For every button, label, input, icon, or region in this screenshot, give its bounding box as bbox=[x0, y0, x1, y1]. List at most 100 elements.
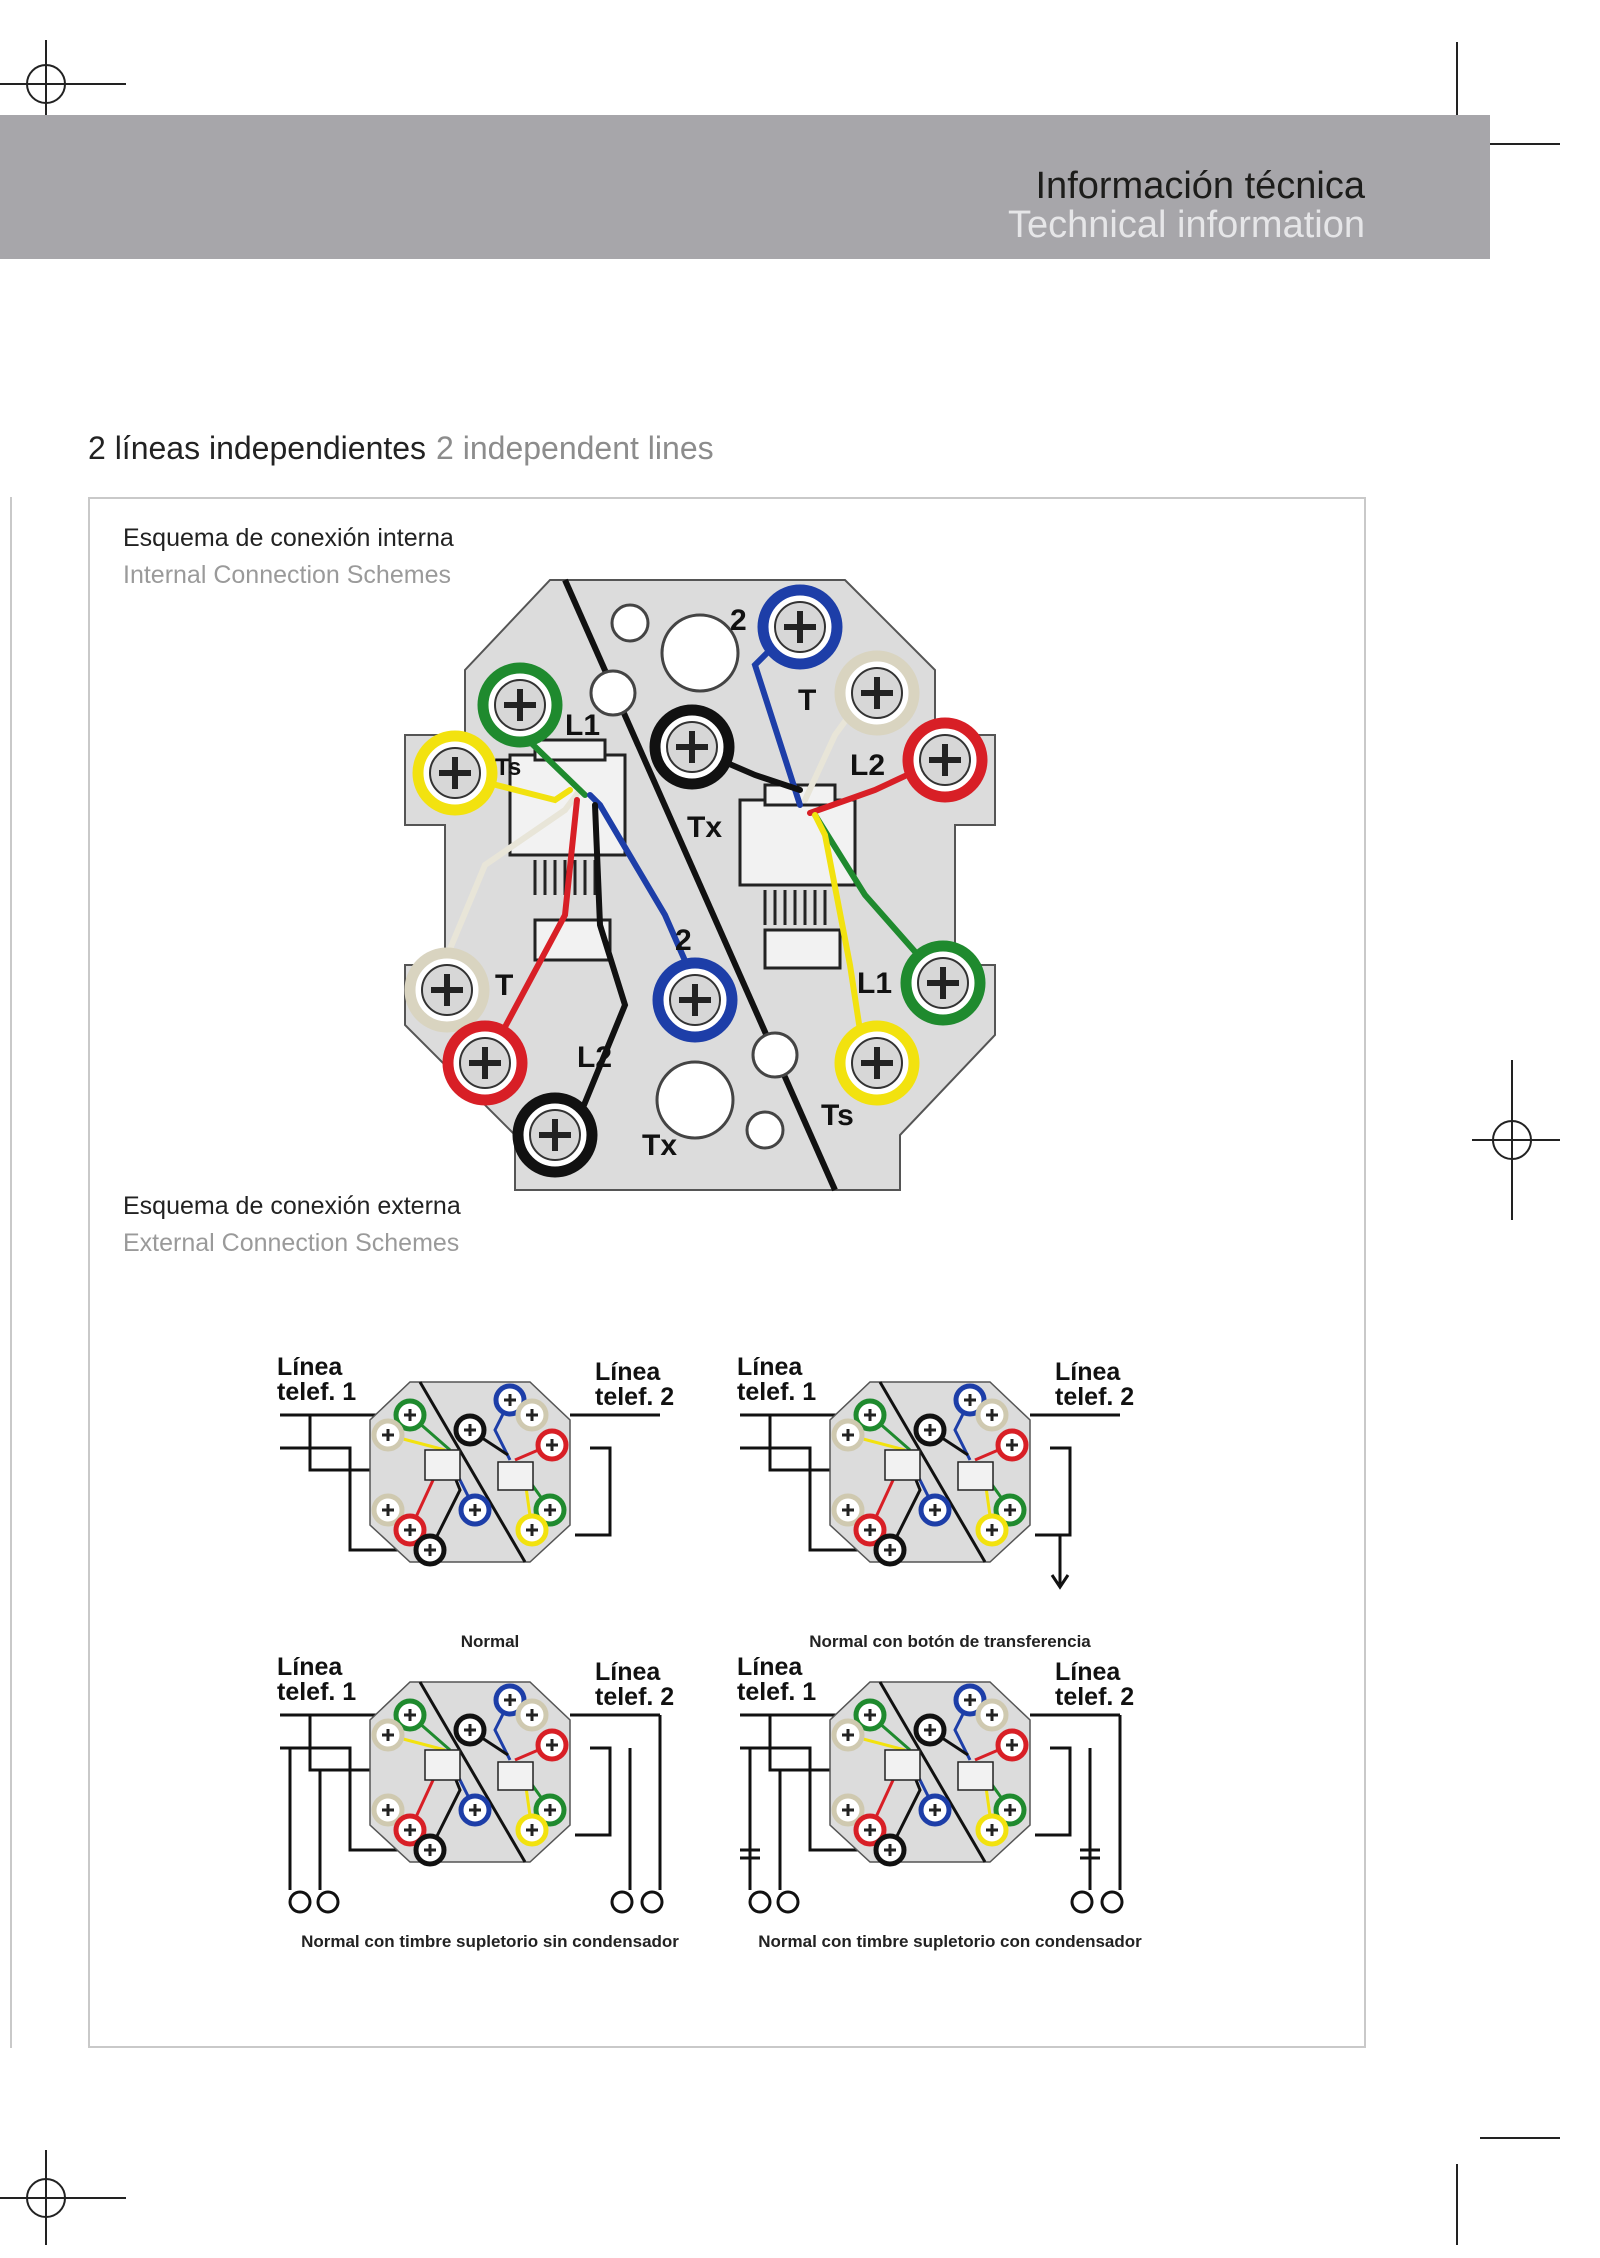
mini-connector bbox=[424, 1749, 461, 1781]
screw bbox=[853, 1813, 887, 1847]
wire-white bbox=[432, 787, 583, 988]
screw bbox=[975, 1813, 1009, 1847]
screw bbox=[913, 1713, 947, 1747]
screw bbox=[515, 1698, 549, 1732]
hole bbox=[751, 1031, 799, 1079]
screw bbox=[393, 1513, 427, 1547]
hole bbox=[660, 613, 740, 693]
screw bbox=[975, 1698, 1009, 1732]
screw bbox=[831, 1718, 865, 1752]
screw bbox=[853, 1398, 887, 1432]
mini-divider bbox=[878, 1381, 987, 1563]
label-l2-right: L2 bbox=[850, 749, 885, 782]
scheme-caption: Normal con timbre supletorio con condens… bbox=[758, 1932, 1142, 1951]
line-2-label-b: telef. 2 bbox=[1055, 1683, 1135, 1711]
screw bbox=[393, 1698, 427, 1732]
mini-connector bbox=[884, 1749, 921, 1781]
screw bbox=[995, 1428, 1029, 1462]
bell-terminals bbox=[748, 1715, 1124, 1914]
screw-white bbox=[834, 650, 920, 736]
screw bbox=[873, 1833, 907, 1867]
mini-connector bbox=[957, 1461, 994, 1491]
left-panel-edge bbox=[0, 497, 12, 2048]
external-scheme-4 bbox=[740, 1681, 1124, 1914]
header-band bbox=[0, 115, 1490, 259]
mini-connector bbox=[884, 1449, 921, 1481]
label-l1-right: L1 bbox=[857, 967, 892, 1000]
screw bbox=[993, 1793, 1027, 1827]
bell-terminals bbox=[288, 1715, 664, 1914]
label-tx-center: Tx bbox=[687, 811, 722, 844]
screw bbox=[393, 1813, 427, 1847]
header-title-es: Información técnica bbox=[1035, 165, 1366, 207]
screw bbox=[913, 1413, 947, 1447]
screw-red bbox=[442, 1020, 528, 1106]
screw bbox=[953, 1683, 987, 1717]
mini-connector bbox=[424, 1449, 461, 1481]
screw bbox=[975, 1513, 1009, 1547]
ground-arrow bbox=[1050, 1535, 1070, 1590]
external-caption-es: Esquema de conexión externa bbox=[123, 1192, 461, 1220]
internal-caption-en: Internal Connection Schemes bbox=[123, 561, 451, 589]
diagram-frame bbox=[88, 497, 1366, 2048]
screw bbox=[393, 1398, 427, 1432]
screw bbox=[853, 1698, 887, 1732]
hole bbox=[655, 1060, 735, 1140]
line-2-label-b: telef. 2 bbox=[595, 1683, 675, 1711]
wire-black bbox=[572, 802, 629, 1130]
screw-green bbox=[477, 662, 563, 748]
line-1-label-b: telef. 1 bbox=[277, 1678, 357, 1706]
line-2-label-b: telef. 2 bbox=[1055, 1383, 1135, 1411]
mini-divider bbox=[418, 1381, 527, 1563]
screw bbox=[453, 1413, 487, 1447]
screw bbox=[975, 1398, 1009, 1432]
line-1-label-a: Línea bbox=[737, 1353, 803, 1381]
screw bbox=[458, 1793, 492, 1827]
screw-black bbox=[512, 1092, 598, 1178]
external-scheme-2 bbox=[740, 1381, 1120, 1590]
mini-connector bbox=[957, 1761, 994, 1791]
screw bbox=[533, 1493, 567, 1527]
screw bbox=[873, 1533, 907, 1567]
label-t-left: T bbox=[495, 969, 513, 1002]
screw-black bbox=[649, 704, 735, 790]
screw bbox=[535, 1728, 569, 1762]
scheme-caption: Normal con botón de transferencia bbox=[809, 1632, 1091, 1651]
line-1-label-a: Línea bbox=[277, 1653, 343, 1681]
line-2-label-a: Línea bbox=[595, 1658, 661, 1686]
line-2-label-a: Línea bbox=[1055, 1358, 1121, 1386]
screw-blue bbox=[757, 584, 843, 670]
line-1-label-b: telef. 1 bbox=[737, 1378, 817, 1406]
line-1-label-b: telef. 1 bbox=[277, 1378, 357, 1406]
screw bbox=[953, 1383, 987, 1417]
screw bbox=[831, 1493, 865, 1527]
hole bbox=[610, 603, 650, 643]
screw bbox=[413, 1833, 447, 1867]
screw bbox=[918, 1793, 952, 1827]
hole bbox=[589, 669, 637, 717]
screw bbox=[493, 1683, 527, 1717]
hole bbox=[745, 1110, 785, 1150]
screw bbox=[535, 1428, 569, 1462]
wire-yellow bbox=[812, 812, 868, 1066]
screw-white bbox=[404, 947, 490, 1033]
internal-caption-es: Esquema de conexión interna bbox=[123, 524, 454, 552]
screw bbox=[371, 1418, 405, 1452]
label-tx-bottom: Tx bbox=[642, 1129, 677, 1162]
screw bbox=[458, 1493, 492, 1527]
external-scheme-3 bbox=[280, 1681, 664, 1914]
capacitor-icon bbox=[740, 1848, 1100, 1860]
screw bbox=[453, 1713, 487, 1747]
screw-blue bbox=[652, 957, 738, 1043]
label-ts-right: Ts bbox=[821, 1099, 854, 1132]
screw bbox=[515, 1513, 549, 1547]
mini-divider bbox=[418, 1681, 527, 1863]
screw-red bbox=[902, 717, 988, 803]
screw bbox=[533, 1793, 567, 1827]
mini-connector bbox=[497, 1461, 534, 1491]
screw bbox=[918, 1493, 952, 1527]
section-title-en: 2 independent lines bbox=[436, 430, 714, 466]
line-1-label-a: Línea bbox=[737, 1653, 803, 1681]
